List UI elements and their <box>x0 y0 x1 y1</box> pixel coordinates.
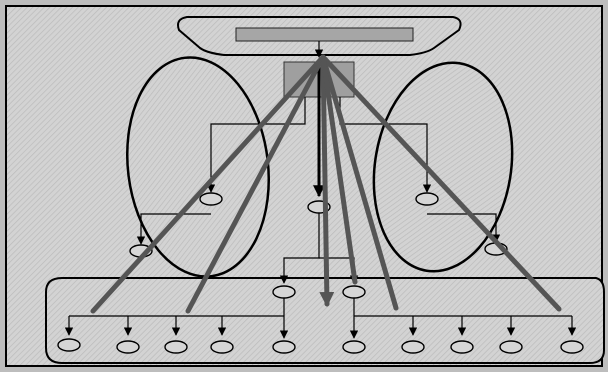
thin-connectors <box>64 41 577 339</box>
thick-line-to-right-far <box>320 54 562 312</box>
left-inner-node <box>199 192 223 206</box>
leaf-node-7 <box>401 340 425 354</box>
right-inner-node <box>415 192 439 206</box>
connector-hub-to-left-inner <box>206 97 306 193</box>
connector-left-inner-to-lower <box>136 213 211 245</box>
thick-fan-lines <box>90 54 562 314</box>
thick-line-to-right-mid <box>320 54 399 311</box>
leaf-node-6 <box>342 340 366 354</box>
thick-line-to-left-far <box>90 54 326 314</box>
thick-arrow-down <box>319 54 335 307</box>
leaf-node-2 <box>116 340 140 354</box>
connector-right-inner-to-lower <box>427 213 501 243</box>
leaf-node-10 <box>560 340 584 354</box>
mid-right-node <box>342 285 366 299</box>
connector-center-to-mid-left <box>279 213 320 284</box>
thick-line-to-left-mid <box>185 54 326 314</box>
leaf-node-9 <box>499 340 523 354</box>
thick-line-to-mid-right <box>320 54 358 285</box>
node-group <box>57 192 584 354</box>
leaf-node-5 <box>272 340 296 354</box>
mid-left-node <box>272 285 296 299</box>
leaf-node-1 <box>57 338 81 352</box>
leaf-node-8 <box>450 340 474 354</box>
top-header-bar <box>235 27 414 42</box>
leaf-node-3 <box>164 340 188 354</box>
leaf-node-4 <box>210 340 234 354</box>
